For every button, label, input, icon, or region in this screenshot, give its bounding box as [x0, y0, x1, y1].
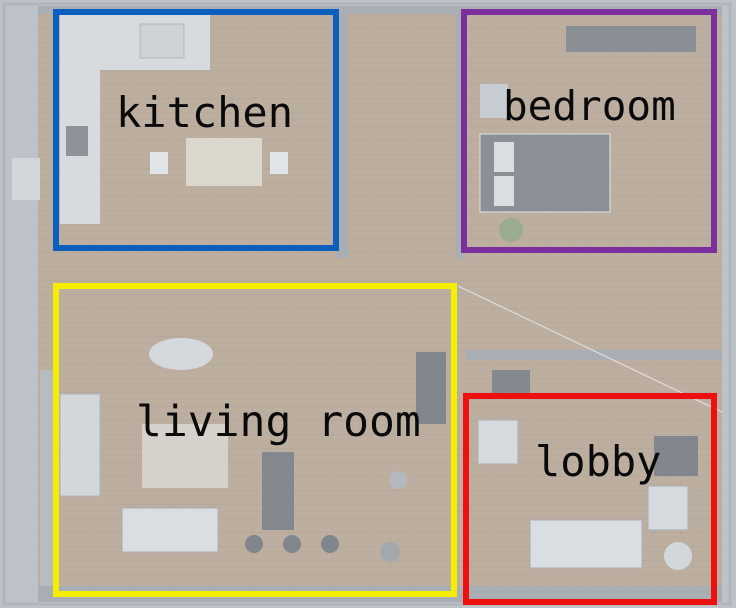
kitchen-label: kitchen: [116, 88, 294, 137]
living-room-label: living room: [136, 397, 421, 447]
diagonal-line: [457, 285, 723, 413]
bedroom-label: bedroom: [503, 82, 676, 130]
lobby-label: lobby: [535, 437, 662, 486]
living-room-box: [53, 283, 457, 597]
lobby-box: [463, 393, 717, 605]
bedroom-box: [461, 9, 717, 253]
kitchen-box: [53, 9, 339, 251]
